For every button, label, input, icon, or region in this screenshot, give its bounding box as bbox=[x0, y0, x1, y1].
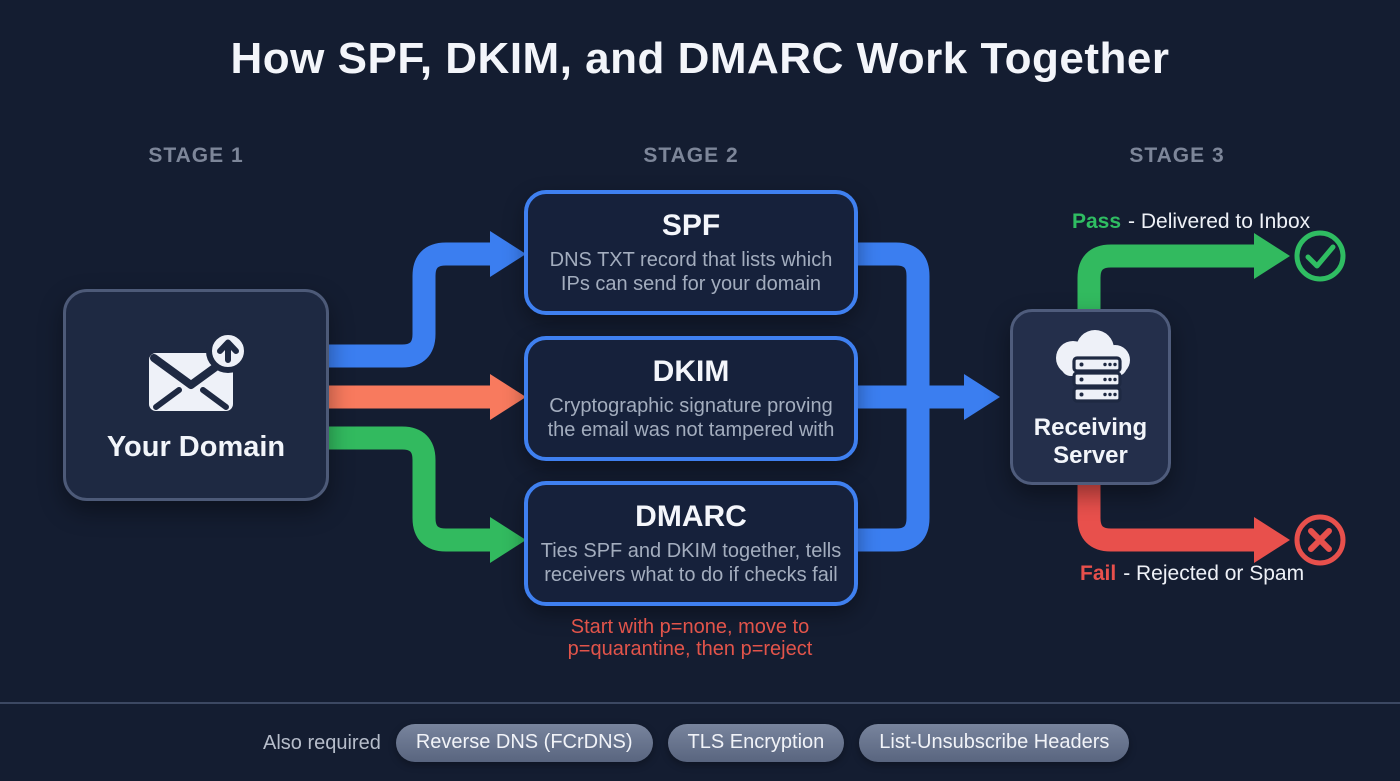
dmarc-title: DMARC bbox=[635, 499, 747, 533]
dkim-title: DKIM bbox=[652, 354, 730, 388]
email-upload-icon bbox=[149, 328, 250, 411]
stage-1-label: STAGE 1 bbox=[148, 144, 244, 167]
dmarc-description: Ties SPF and DKIM together, tells receiv… bbox=[540, 539, 842, 586]
blue-arrow-to-spf bbox=[326, 231, 526, 368]
pill-tls-encryption: TLS Encryption bbox=[667, 724, 845, 762]
pass-outcome-label: Pass - Delivered to Inbox bbox=[1072, 210, 1310, 234]
fail-text: - Rejected or Spam bbox=[1123, 562, 1305, 585]
receiving-server-box: Receiving Server bbox=[1010, 309, 1171, 485]
x-circle-icon bbox=[1294, 514, 1346, 566]
fail-word: Fail bbox=[1080, 562, 1117, 585]
pill-list-unsubscribe: List-Unsubscribe Headers bbox=[859, 724, 1130, 762]
dkim-description: Cryptographic signature proving the emai… bbox=[547, 394, 835, 441]
red-fail-arrow bbox=[1077, 474, 1290, 563]
also-required-label: Also required bbox=[263, 731, 381, 754]
stage-2-label: STAGE 2 bbox=[643, 144, 739, 167]
footer-row: Also required Reverse DNS (FCrDNS) TLS E… bbox=[263, 724, 1130, 762]
blue-merge-arrow-to-receiver bbox=[856, 242, 1000, 552]
spf-title: SPF bbox=[661, 208, 721, 242]
pass-word: Pass bbox=[1072, 210, 1122, 233]
your-domain-label: Your Domain bbox=[106, 430, 286, 463]
dmarc-policy-note: Start with p=none, move to p=quarantine,… bbox=[567, 616, 813, 660]
spf-description: DNS TXT record that lists which IPs can … bbox=[549, 248, 833, 295]
spf-box: SPF DNS TXT record that lists which IPs … bbox=[524, 190, 858, 315]
fail-outcome-label: Fail - Rejected or Spam bbox=[1080, 562, 1304, 586]
pass-text: - Delivered to Inbox bbox=[1128, 210, 1311, 233]
receiving-server-label: Receiving Server bbox=[1033, 413, 1148, 469]
pill-reverse-dns: Reverse DNS (FCrDNS) bbox=[395, 724, 653, 762]
green-arrow-to-dmarc bbox=[326, 426, 526, 563]
your-domain-box: Your Domain bbox=[63, 289, 329, 501]
diagram-title: How SPF, DKIM, and DMARC Work Together bbox=[230, 34, 1170, 83]
green-pass-arrow bbox=[1077, 233, 1290, 320]
stage-3-label: STAGE 3 bbox=[1129, 144, 1225, 167]
orange-arrow-to-dkim bbox=[326, 374, 526, 420]
dmarc-box: DMARC Ties SPF and DKIM together, tells … bbox=[524, 481, 858, 606]
check-circle-icon bbox=[1294, 230, 1346, 282]
dkim-box: DKIM Cryptographic signature proving the… bbox=[524, 336, 858, 461]
footer-divider bbox=[0, 702, 1400, 704]
cloud-server-icon bbox=[1055, 329, 1130, 403]
